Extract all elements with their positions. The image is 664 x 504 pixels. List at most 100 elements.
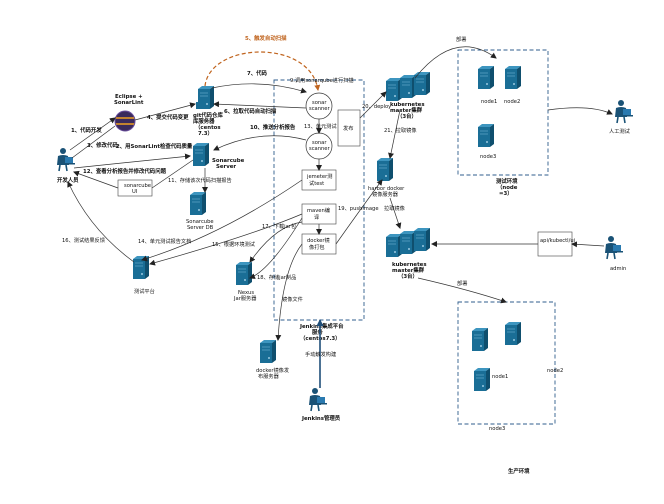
sonarqube-label: Sonarcube: [212, 158, 245, 164]
sonar-scanner-1-label-2: scanner: [309, 106, 331, 112]
sonar-scanner-2-label: sonar: [312, 140, 327, 146]
docker-registry-icon: [259, 339, 277, 364]
jmeter-box: [301, 169, 337, 191]
sonar-db-label: Sonarcube: [186, 219, 214, 225]
sonarqube-server-icon: [192, 142, 210, 167]
edge-pull-jar: [249, 221, 303, 263]
k8s-api-label: api/kubectl/ui: [540, 238, 575, 244]
prod-node1-top-icon: [471, 327, 489, 352]
edge-code-label: 7、代码: [247, 69, 268, 77]
edge-trigger-scan-label: 9.调用sonarqube进行扫描: [290, 76, 354, 84]
sonarqube-label-2: Server: [216, 164, 236, 170]
jmeter-label-2: 试test: [309, 179, 324, 187]
k8s-master-bottom-icon: [386, 228, 430, 257]
jenkins-admin-icon: [308, 387, 328, 412]
edge-pull-jar-label: 17、下载jar包: [262, 222, 296, 230]
edge-stress-label: 15、根据环境测试: [212, 240, 256, 248]
test-node3-label: node3: [480, 154, 496, 160]
git-server-label: git代码仓库: [193, 111, 223, 119]
test-env-label: 测试环境: [496, 177, 518, 185]
edge-auto-scan-label: 5、触发自动扫描: [245, 34, 287, 42]
edge-manual-test: [547, 107, 613, 115]
git-server-label-2: 库服务器: [193, 117, 215, 125]
edge-harbor-pull-label: 拉取镜像: [384, 204, 406, 212]
edge-store-jar-label: 18、存储jar制品: [257, 273, 296, 281]
eclipse-label: Eclipse +: [115, 94, 143, 100]
test-platform-label: 测试平台: [134, 287, 155, 295]
edge-image-file: [275, 243, 303, 341]
test-env-label-3: =3）: [499, 189, 513, 197]
edge-dev-label: 1、代码开发: [71, 126, 102, 134]
docker-build-label-2: 像打包: [309, 243, 325, 251]
edge-ui-to-dev: [73, 170, 119, 189]
test-env-label-2: （node: [497, 183, 518, 191]
docker-registry-label: docker镜像发: [256, 366, 289, 374]
edge-push-report-label: 10、推送分析报告: [250, 123, 296, 131]
sonarlint-label: SonarLint: [114, 100, 144, 106]
admin-icon: [604, 235, 624, 260]
edge-harbor-pull: [389, 197, 402, 229]
edge-ui-to-server: [151, 159, 194, 189]
docker-registry-label-2: 布服务器: [258, 372, 280, 380]
edge-push-image: [335, 179, 383, 245]
maven-label-2: 译: [314, 213, 320, 221]
test-node2-label: node2: [504, 99, 520, 105]
docker-build-box: [301, 233, 337, 255]
sonar-scanner-1-label: sonar: [312, 100, 327, 106]
test-node2-icon: [504, 65, 522, 90]
edge-pull-image-label: 21、拉取镜像: [384, 126, 417, 134]
edge-dev: [69, 117, 116, 151]
edge-store-label: 11、存储该次代码扫描报告: [168, 176, 232, 184]
nexus-server-icon: [235, 261, 253, 286]
k8s-bottom-label-2: master集群: [392, 266, 425, 274]
edge-unit-test-label: 13、单元测试: [304, 122, 337, 130]
k8s-top-label: kubernetes: [390, 102, 425, 108]
harbor-label-2: 镜像服务器: [372, 190, 399, 198]
jmeter-label: jemeter测: [306, 172, 332, 180]
admin-label: admin: [610, 266, 626, 272]
jenkins-title-2: 服务: [312, 328, 323, 336]
prod-node2-icon: [504, 321, 522, 346]
k8s-top-label-2: master集群: [390, 106, 423, 114]
edge-push-report: [213, 135, 307, 151]
test-env-frame: [457, 49, 549, 176]
publish-box: [337, 109, 361, 147]
edge-stress: [149, 213, 303, 266]
prod-env-label: 生产环境: [508, 467, 530, 475]
jenkins-admin-label: Jenkins管理员: [301, 414, 341, 422]
prod-node1-icon: [473, 367, 491, 392]
sonarqube-ui-label: sonarcube: [124, 183, 151, 189]
publish-label: 发布: [343, 124, 353, 132]
nexus-label-2: Jar服务器: [233, 294, 257, 302]
edge-deploy-test-label: 部署: [456, 35, 466, 43]
edge-deploy: [359, 91, 387, 119]
edge-report-doc-label: 14、单元测试报告文档: [138, 237, 191, 245]
k8s-top-label-3: （3台）: [397, 112, 417, 120]
manual-tester-icon: [614, 99, 634, 124]
git-server-label-4: 7.3）: [198, 129, 213, 137]
prod-node3-label: node3: [489, 426, 505, 432]
developer-icon: [56, 147, 76, 172]
edge-auto-scan: [204, 51, 321, 91]
edge-deploy-prod: [417, 277, 507, 304]
test-node1-icon: [477, 65, 495, 90]
maven-box: [301, 203, 337, 225]
edge-submit: [134, 102, 196, 121]
edge-feedback-label: 16、测试结果反馈: [62, 236, 105, 244]
edge-image-file-label: 镜像文件: [282, 295, 303, 303]
git-server-disk-icon: [196, 102, 203, 109]
developer-label: 开发人员: [57, 176, 79, 184]
edge-deploy-test: [414, 46, 497, 79]
edge-admin-api: [571, 241, 605, 248]
jenkins-platform-frame: [273, 79, 365, 321]
k8s-bottom-label-3: （3台）: [398, 272, 418, 280]
harbor-label: harbor docker: [368, 186, 405, 192]
sonar-db-icon: [189, 191, 207, 216]
edge-deploy-prod-label: 部署: [457, 279, 467, 287]
prod-env-frame: [457, 301, 556, 425]
maven-label: maven编: [307, 206, 330, 214]
sonar-db-label-2: Server DB: [187, 225, 214, 231]
harbor-server-icon: [376, 157, 394, 182]
edge-pull-code-label: 6、拉取代码自动扫描: [224, 107, 277, 115]
